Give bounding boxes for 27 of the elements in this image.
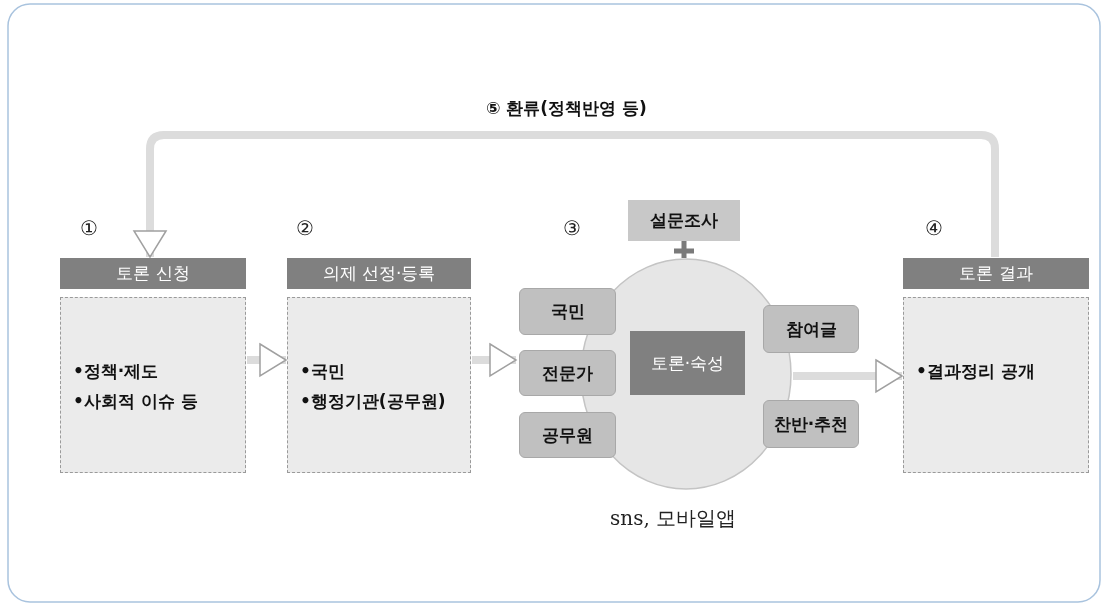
caption-text: sns, 모바일앱 — [610, 505, 737, 532]
step-number: ④ — [925, 216, 943, 240]
step-number: ② — [296, 216, 314, 240]
content-panel — [287, 297, 471, 473]
bullet-text: •결과정리 공개 — [916, 360, 1036, 383]
process-box: 토론·숙성 — [630, 331, 745, 395]
role-box: 참여글 — [763, 305, 859, 353]
bullet-text: •국민 — [300, 360, 346, 383]
arrow — [472, 343, 517, 377]
header-bar: 토론 결과 — [903, 258, 1089, 289]
bullet-text: •행정기관(공무원) — [300, 390, 447, 413]
role-box: 찬반·추천 — [763, 400, 859, 448]
header-bar: 토론 신청 — [60, 258, 246, 289]
arrow — [133, 131, 999, 258]
role-box: 국민 — [519, 288, 616, 335]
role-box: 공무원 — [519, 412, 616, 458]
header-bar: 의제 선정·등록 — [287, 258, 471, 289]
arrow — [793, 359, 903, 393]
arrow — [247, 343, 287, 377]
content-panel — [903, 297, 1089, 473]
bullet-text: •정책·제도 — [73, 360, 160, 383]
step-number: ③ — [563, 216, 581, 240]
step-number: ① — [80, 216, 98, 240]
bullet-text: •사회적 이슈 등 — [73, 390, 199, 413]
content-panel — [60, 297, 246, 473]
survey-box: 설문조사 — [628, 200, 740, 241]
role-box: 전문가 — [519, 350, 616, 396]
